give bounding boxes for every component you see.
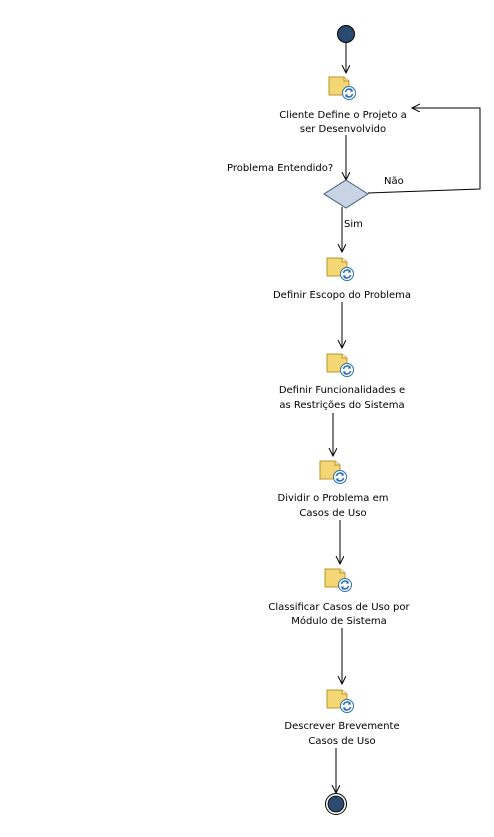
activity-task-icon	[326, 689, 355, 714]
activity-label-line1: Definir Escopo do Problema	[273, 290, 411, 301]
activity-dividir-problema[interactable]: Dividir o Problema em Casos de Uso	[278, 460, 389, 519]
activity-label-line2: as Restrições do Sistema	[279, 400, 404, 411]
activity-label-line1: Descrever Brevemente	[284, 721, 399, 732]
activity-task-icon	[319, 460, 348, 485]
activity-label-line1: Cliente Define o Projeto a	[279, 110, 407, 121]
activity-task-icon	[326, 257, 355, 282]
activity-definir-escopo[interactable]: Definir Escopo do Problema	[273, 257, 411, 301]
activity-label-line1: Dividir o Problema em	[278, 493, 389, 504]
final-node	[325, 793, 347, 815]
initial-node	[337, 25, 355, 43]
decision-problema-entendido[interactable]: Problema Entendido? Não Sim	[227, 163, 404, 230]
activity-definir-funcionalidades[interactable]: Definir Funcionalidades e as Restrições …	[279, 353, 405, 411]
activity-descrever-casos[interactable]: Descrever Brevemente Casos de Uso	[284, 689, 400, 747]
activity-task-icon	[328, 76, 357, 101]
decision-diamond	[323, 179, 369, 209]
decision-yes-label: Sim	[344, 219, 363, 230]
activity-label-line2: Módulo de Sistema	[291, 615, 386, 627]
activity-task-icon	[324, 568, 353, 593]
activity-task-icon	[326, 353, 355, 378]
activity-label-line1: Classificar Casos de Uso por	[268, 602, 410, 613]
activity-cliente-define-projeto[interactable]: Cliente Define o Projeto a ser Desenvolv…	[279, 76, 407, 135]
activity-label-line2: Casos de Uso	[299, 508, 366, 519]
activity-label-line2: ser Desenvolvido	[300, 124, 386, 135]
decision-no-label: Não	[384, 176, 404, 187]
activity-label-line1: Definir Funcionalidades e	[279, 385, 405, 396]
flow-decision-no-loop	[367, 108, 481, 194]
decision-question: Problema Entendido?	[227, 163, 333, 174]
activity-label-line2: Casos de Uso	[308, 736, 375, 747]
activity-classificar-casos[interactable]: Classificar Casos de Uso por Módulo de S…	[268, 568, 410, 627]
